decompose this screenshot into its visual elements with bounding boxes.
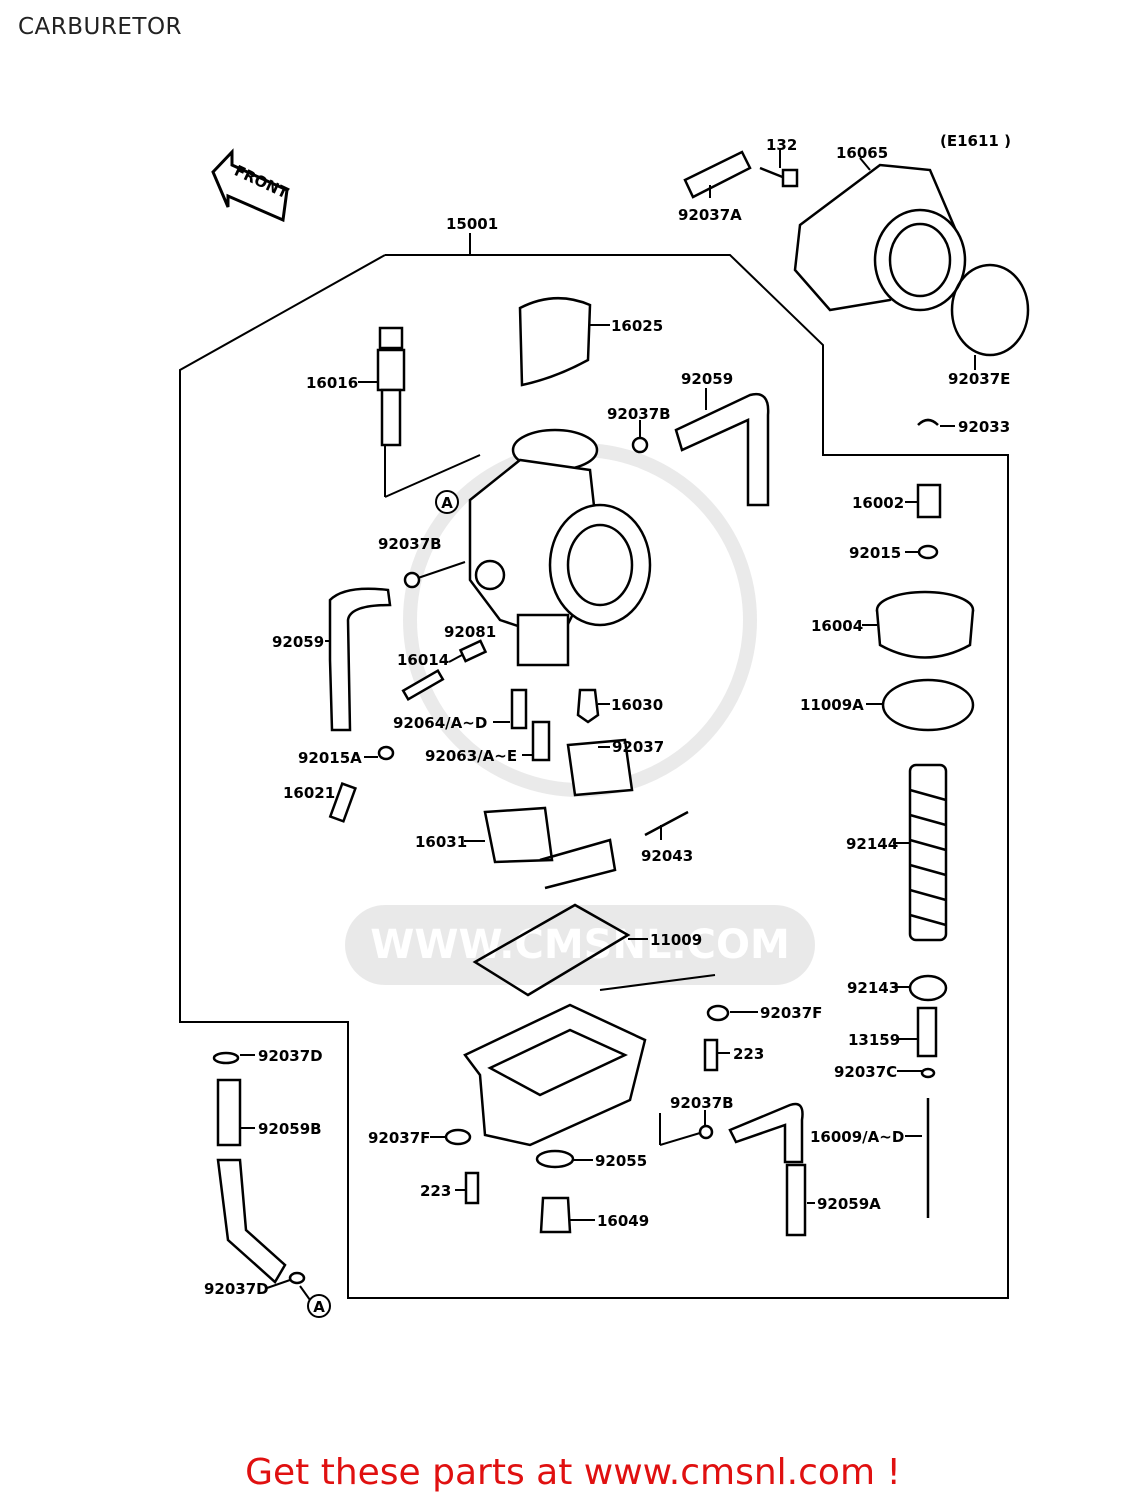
throttle-valve-16025	[518, 296, 592, 387]
bolt-132	[759, 166, 799, 188]
callout-92015: 92015	[849, 544, 901, 562]
page-title: CARBURETOR	[18, 14, 183, 40]
spring-92144	[908, 763, 948, 942]
svg-text:A: A	[313, 1298, 325, 1316]
screw-16021	[328, 782, 357, 823]
cap-16004	[875, 590, 975, 659]
needle-13159	[916, 1006, 938, 1058]
marker-a-2: A	[307, 1294, 331, 1318]
callout-92037A: 92037A	[678, 206, 742, 224]
gasket-11009	[472, 903, 631, 997]
callout-92037B: 92037B	[607, 405, 671, 423]
svg-text:A: A	[441, 494, 453, 512]
screw-16002	[916, 483, 942, 519]
screw-16014	[401, 668, 445, 702]
callout-92037F: 92037F	[760, 1004, 822, 1022]
throttle-stop-16016	[376, 326, 406, 447]
clip-92037D	[288, 1271, 306, 1285]
oring-92015	[917, 544, 939, 560]
hose-92059-left	[328, 587, 392, 732]
pin-92043	[644, 810, 689, 837]
carburetor-body	[468, 428, 652, 667]
callout-16014: 16014	[397, 651, 449, 669]
float-16031	[483, 738, 634, 890]
clamp-92037A	[683, 150, 752, 199]
marker-a-1: A	[435, 490, 459, 514]
leader-lines	[240, 150, 976, 1301]
callout-16049: 16049	[597, 1212, 649, 1230]
oring-92015A	[377, 745, 395, 761]
callout-223: 223	[420, 1182, 451, 1200]
clip-92037B	[403, 571, 421, 589]
clip-92037B	[631, 436, 649, 454]
callout-92037D: 92037D	[258, 1047, 323, 1065]
callout-92037B: 92037B	[378, 535, 442, 553]
callout-16004: 16004	[811, 617, 863, 635]
callout-92059: 92059	[681, 370, 733, 388]
callout-16025: 16025	[611, 317, 663, 335]
callout-92037: 92037	[612, 738, 664, 756]
callout-92037B: 92037B	[670, 1094, 734, 1112]
hose-92059B	[216, 1078, 242, 1147]
callout-223: 223	[733, 1045, 764, 1063]
seat-92143	[908, 974, 948, 1002]
callout-15001: 15001	[446, 215, 498, 233]
hose-92059A-lower	[785, 1163, 807, 1237]
clip-92037D	[212, 1051, 240, 1065]
callout-92063: 92063/A~E	[425, 747, 517, 765]
jet-92064	[510, 688, 528, 730]
callout-92015A: 92015A	[298, 749, 362, 767]
clip-92037F	[444, 1128, 472, 1146]
callout-92059A: 92059A	[817, 1195, 881, 1213]
callout-92081: 92081	[444, 623, 496, 641]
callout-92037E: 92037E	[948, 370, 1010, 388]
callout-92037D: 92037D	[204, 1280, 269, 1298]
callout-16021: 16021	[283, 784, 335, 802]
callout-92043: 92043	[641, 847, 693, 865]
screw-92081	[458, 639, 488, 663]
callout-16065: 16065	[836, 144, 888, 162]
callout-132: 132	[766, 136, 797, 154]
hose-92059A-upper	[728, 1102, 804, 1164]
callout-92033: 92033	[958, 418, 1010, 436]
footer-promo-text: Get these parts at www.cmsnl.com !	[245, 1452, 901, 1493]
callout-16002: 16002	[852, 494, 904, 512]
callout-92064: 92064/A~D	[393, 714, 487, 732]
callout-92144: 92144	[846, 835, 898, 853]
clip-92037C	[920, 1067, 936, 1079]
carburetor-exploded-diagram: WWW.CMSNL.COM (E1611 ) FRONT	[179, 132, 1030, 1318]
callout-92059: 92059	[272, 633, 324, 651]
valve-16030	[576, 688, 600, 724]
callout-16031: 16031	[415, 833, 467, 851]
clip-92037B	[698, 1124, 714, 1140]
plug-16049	[539, 1196, 572, 1234]
callout-92143: 92143	[847, 979, 899, 997]
bolt-223	[703, 1038, 719, 1072]
callout-92037C: 92037C	[834, 1063, 897, 1081]
callout-92059B: 92059B	[258, 1120, 322, 1138]
bolt-223	[464, 1171, 480, 1205]
hose-92059-upper	[674, 392, 770, 507]
callout-92037F: 92037F	[368, 1129, 430, 1147]
svg-text:WWW.CMSNL.COM: WWW.CMSNL.COM	[370, 922, 790, 968]
callout-92055: 92055	[595, 1152, 647, 1170]
callout-16009: 16009/A~D	[810, 1128, 904, 1146]
oring-92055	[535, 1149, 575, 1169]
intake-manifold-16065	[793, 163, 1030, 357]
hose-92059B-lower	[216, 1158, 287, 1284]
callout-11009: 11009	[650, 931, 702, 949]
callout-16016: 16016	[306, 374, 358, 392]
clip-92033	[917, 418, 939, 426]
callout-labels: 15001 132 16065 92037A 16025 16016 92059…	[204, 136, 1010, 1298]
oring-11009A	[881, 678, 975, 732]
clip-92037F	[706, 1004, 730, 1022]
float-bowl	[463, 1003, 647, 1147]
jet-92063	[531, 720, 551, 762]
callout-13159: 13159	[848, 1031, 900, 1049]
diagram-ref: (E1611 )	[940, 132, 1011, 150]
front-arrow-icon: FRONT	[211, 148, 292, 223]
callout-16030: 16030	[611, 696, 663, 714]
assembly-outline	[179, 254, 1009, 1299]
callout-11009A: 11009A	[800, 696, 864, 714]
